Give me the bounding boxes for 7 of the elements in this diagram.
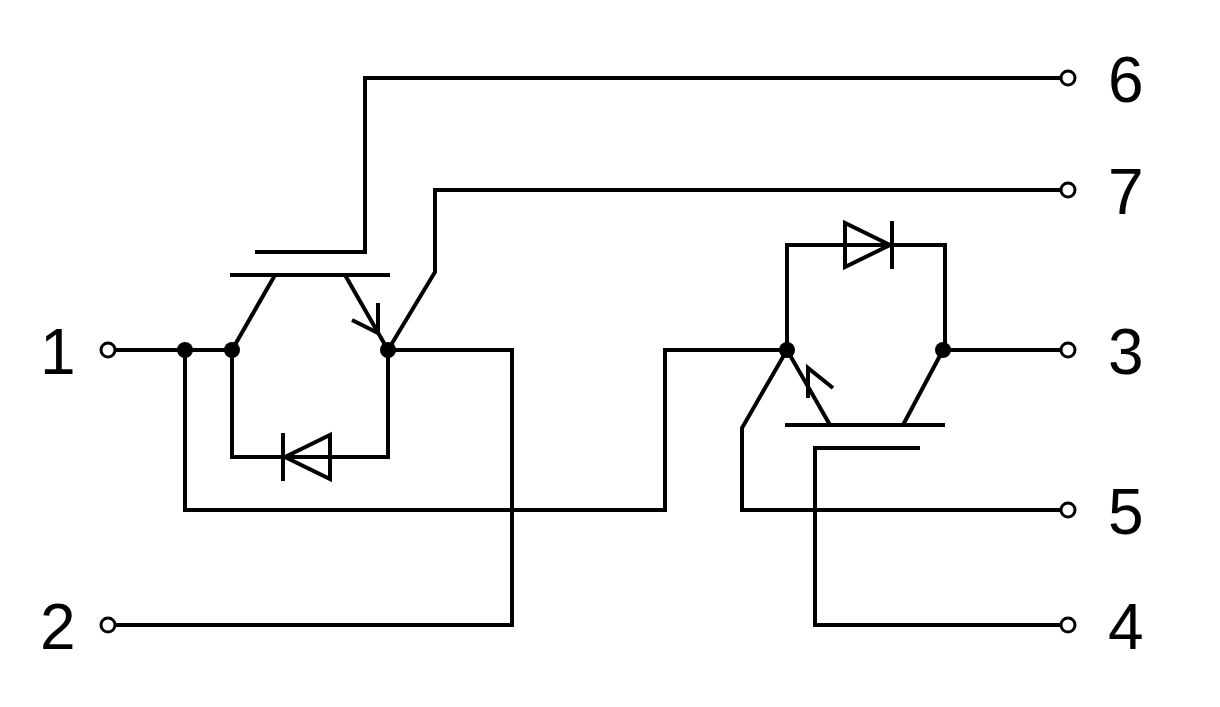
- pin-number: 2: [40, 595, 76, 659]
- pin-number: 4: [1108, 595, 1144, 659]
- pin-number: 6: [1108, 48, 1144, 112]
- pin-number: 1: [40, 320, 76, 384]
- pin-number: 7: [1108, 160, 1144, 224]
- pin-number: 3: [1108, 320, 1144, 384]
- pin-number: 5: [1108, 480, 1144, 544]
